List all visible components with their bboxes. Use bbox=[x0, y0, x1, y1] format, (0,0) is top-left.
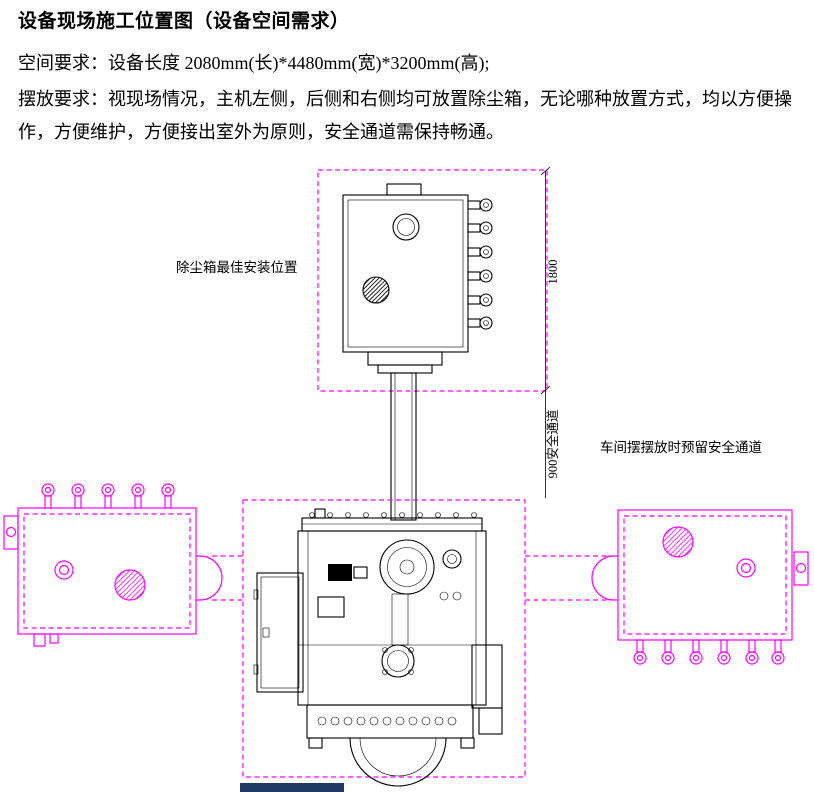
machine-top-bolts bbox=[309, 512, 477, 518]
space-requirement-text: 空间要求：设备长度 2080mm(长)*4480mm(宽)*3200mm(高); bbox=[18, 53, 490, 73]
machine-left-cabinet bbox=[253, 572, 304, 693]
right-connection-dashes bbox=[525, 555, 611, 601]
dust-box-zone-outline bbox=[317, 169, 548, 392]
left-connection-dashes bbox=[212, 555, 243, 601]
dust-box-position-label: 除尘箱最佳安装位置 bbox=[176, 260, 298, 275]
bottom-partial-bar bbox=[240, 783, 344, 792]
dimension-1800: 1800 bbox=[540, 166, 560, 395]
main-machine-drawing bbox=[253, 508, 503, 787]
document-text-block: 设备现场施工位置图（设备空间需求） 空间要求：设备长度 2080mm(长)*44… bbox=[0, 0, 814, 149]
workshop-safety-channel-label: 车间摆摆放时预留安全通道 bbox=[600, 439, 762, 455]
equipment-layout-diagram: 1800 900安全通道 除尘箱最佳安装位置 车间摆摆放时预留安全通道 bbox=[3, 166, 809, 792]
page-title: 设备现场施工位置图（设备空间需求） bbox=[18, 11, 350, 32]
safety-channel-dimension: 900安全通道 bbox=[545, 390, 560, 498]
exhaust-duct-drawing bbox=[390, 372, 417, 521]
right-alt-nozzles bbox=[633, 639, 785, 665]
dust-box-drawing bbox=[342, 183, 493, 374]
placement-requirement-text: 摆放要求：视现场情况，主机左侧，后侧和右侧均可放置除尘箱，无论哪种放置方式，均以… bbox=[18, 89, 792, 142]
dust-box-nozzles bbox=[467, 198, 493, 330]
main-machine-zone-outline bbox=[242, 499, 526, 778]
left-alt-nozzles bbox=[41, 483, 175, 509]
safety-channel-label: 900安全通道 bbox=[545, 409, 560, 478]
left-alt-position-drawing bbox=[3, 483, 223, 647]
dimension-1800-label: 1800 bbox=[546, 260, 560, 285]
right-alt-position-drawing bbox=[591, 509, 809, 665]
machine-bottom-bolts bbox=[317, 716, 457, 726]
